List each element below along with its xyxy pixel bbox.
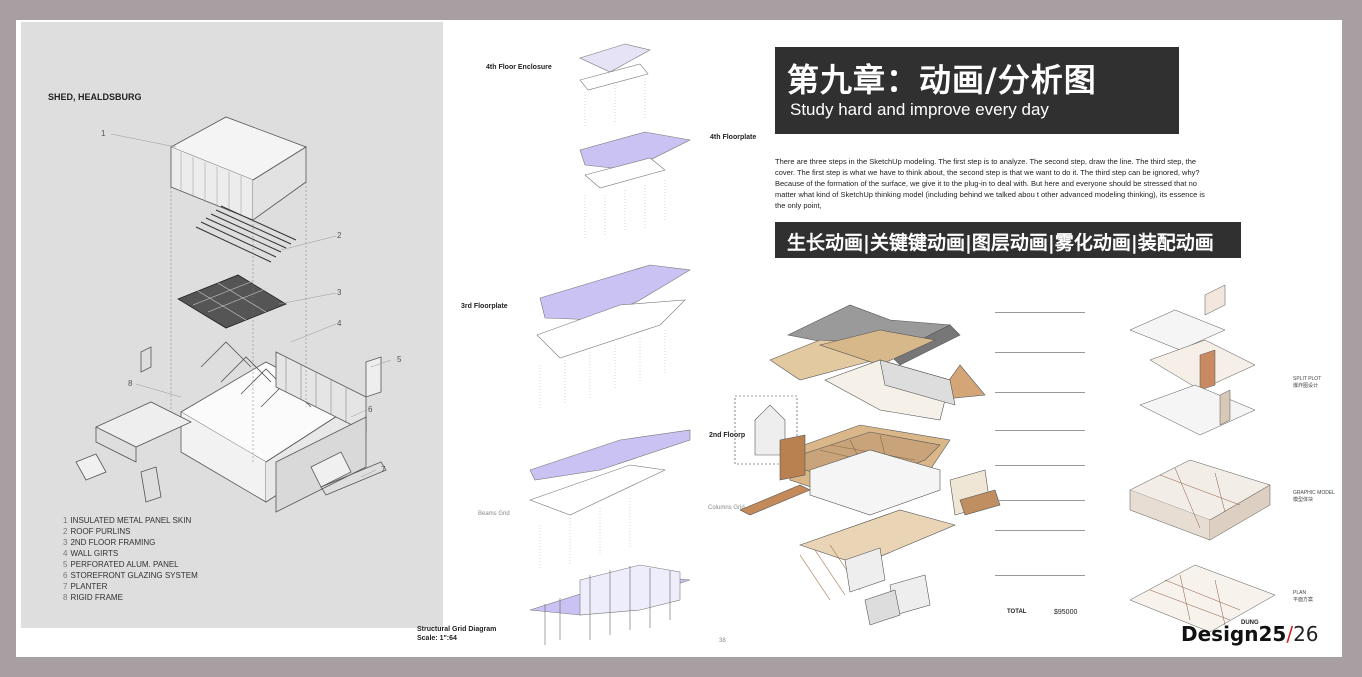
- callout-2: 2: [337, 231, 342, 240]
- logo-small-text: DUNG: [1241, 620, 1259, 626]
- callout-4: 4: [337, 319, 342, 328]
- label-4th-floorplate: 4th Floorplate: [710, 134, 757, 141]
- callout-8: 8: [128, 379, 133, 388]
- cost-total-value: $95000: [1054, 609, 1078, 616]
- diagram-scale: Scale: 1":64: [417, 635, 457, 642]
- page-number: 38: [719, 638, 726, 644]
- shed-title: SHED, HEALDSBURG: [48, 92, 142, 102]
- shed-exploded-axonometric: [75, 116, 392, 513]
- label-beams-grid: Beams Grid: [478, 511, 510, 517]
- intro-paragraph: There are three steps in the SketchUp mo…: [775, 157, 1205, 210]
- chapter-subtitle: Study hard and improve every day: [790, 100, 1049, 119]
- cost-line: [995, 575, 1085, 576]
- cost-line: [995, 312, 1085, 313]
- design-logo: Design25/26: [1181, 622, 1319, 646]
- callout-7: 7: [381, 465, 386, 474]
- diagram-caption: Structural Grid Diagram: [417, 626, 497, 633]
- callout-5: 5: [397, 355, 402, 364]
- label-3rd-floorplate: 3rd Floorplate: [461, 303, 508, 310]
- label-2nd-floorplate: 2nd Floorp: [709, 432, 746, 439]
- cost-line: [995, 392, 1085, 393]
- callout-6: 6: [368, 405, 373, 414]
- cost-line: [995, 465, 1085, 466]
- callout-1: 1: [101, 129, 106, 138]
- cost-line: [995, 352, 1085, 353]
- label-4th-enclosure: 4th Floor Enclosure: [486, 64, 552, 71]
- shed-panel: SHED, HEALDSBURG: [21, 22, 443, 628]
- label-columns-grid: Columns Grid: [708, 505, 745, 511]
- cost-line: [995, 530, 1085, 531]
- chapter-title: 第九章：动画/分析图: [787, 61, 1097, 99]
- animation-types: 生长动画|关键键动画|图层动画|雾化动画|装配动画: [787, 232, 1214, 254]
- chapter-title-box: 第九章：动画/分析图 Study hard and improve every …: [775, 47, 1179, 134]
- cost-total-label: TOTAL: [1007, 609, 1027, 615]
- callout-3: 3: [337, 288, 342, 297]
- cost-line: [995, 500, 1085, 501]
- animation-types-bar: 生长动画|关键键动画|图层动画|雾化动画|装配动画: [775, 222, 1241, 258]
- cost-line: [995, 430, 1085, 431]
